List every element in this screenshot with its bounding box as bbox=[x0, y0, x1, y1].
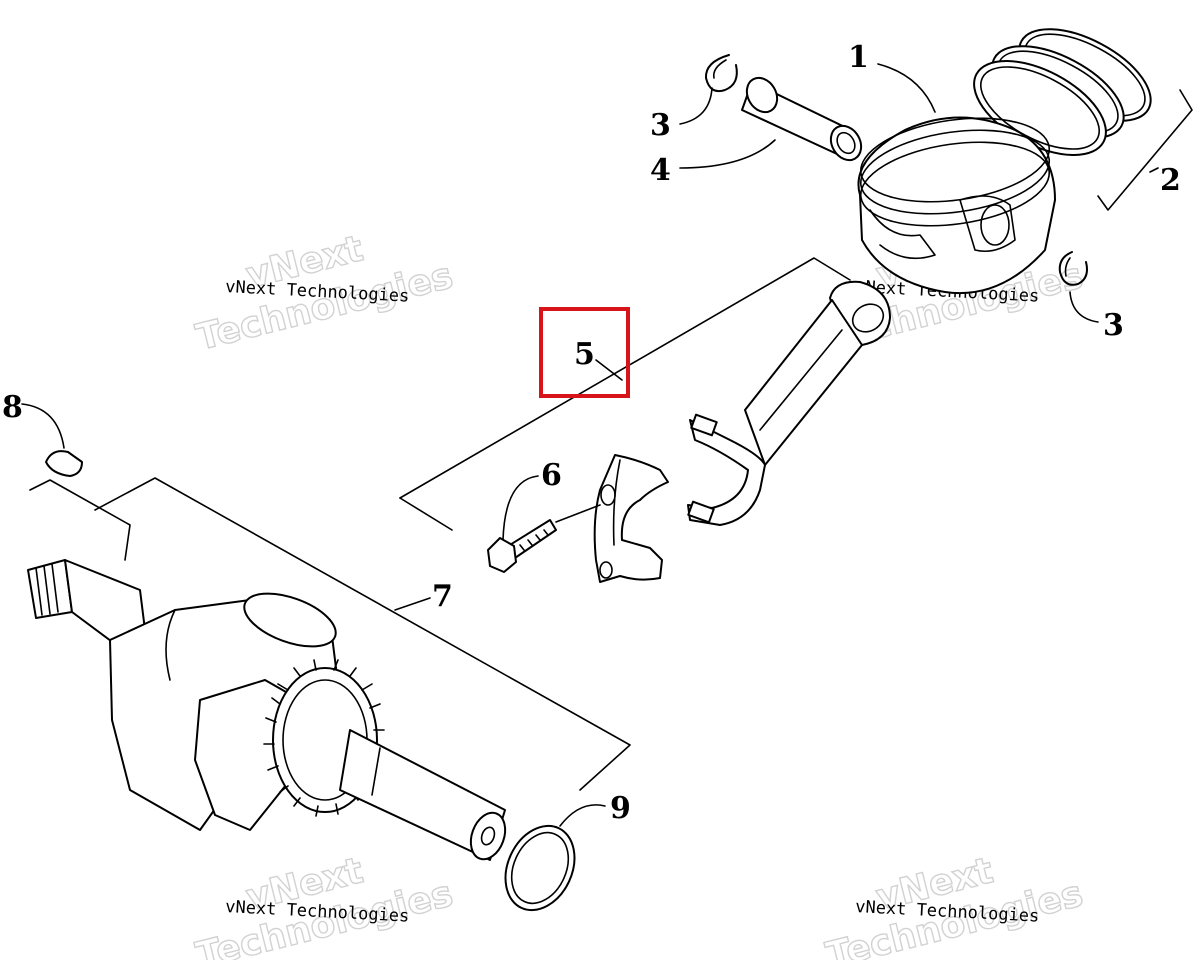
circlip-lower[interactable] bbox=[1058, 251, 1088, 286]
callout-9[interactable]: 9 bbox=[610, 791, 631, 826]
crank-bracket-right bbox=[94, 477, 631, 791]
rod-bolt[interactable] bbox=[487, 519, 557, 573]
leader-5 bbox=[595, 359, 623, 381]
callout-2[interactable]: 2 bbox=[1160, 163, 1181, 198]
bolt-leader-line bbox=[555, 504, 601, 523]
watermark-bottom-left: vNext Technologies vNext Technologies bbox=[192, 850, 458, 960]
rings-bracket bbox=[1097, 89, 1193, 211]
rod-assembly-bracket-lower bbox=[399, 497, 453, 531]
callout-1[interactable]: 1 bbox=[848, 40, 869, 75]
callout-3-lower[interactable]: 3 bbox=[1103, 308, 1124, 343]
watermark-top-left: vNext Technologies vNext Technologies bbox=[192, 228, 458, 360]
leader-4 bbox=[679, 139, 776, 169]
callout-4[interactable]: 4 bbox=[650, 153, 671, 188]
callout-3-upper[interactable]: 3 bbox=[650, 108, 671, 143]
piston-pin[interactable] bbox=[741, 72, 867, 165]
callout-7[interactable]: 7 bbox=[432, 579, 453, 614]
callout-8[interactable]: 8 bbox=[2, 390, 23, 425]
watermark-bottom-right: vNext Technologies vNext Technologies bbox=[822, 850, 1088, 960]
highlight-box[interactable] bbox=[539, 307, 630, 398]
piston[interactable] bbox=[855, 107, 1056, 294]
callout-5[interactable]: 5 bbox=[574, 337, 595, 372]
leader-9 bbox=[559, 804, 606, 827]
leader-3a bbox=[679, 87, 713, 125]
crankshaft[interactable] bbox=[27, 559, 511, 864]
crank-leader-line bbox=[394, 597, 431, 611]
circlip-upper[interactable] bbox=[704, 54, 738, 93]
leader-1 bbox=[877, 63, 936, 113]
leader-3b bbox=[1069, 291, 1099, 323]
connecting-rod-cap[interactable] bbox=[593, 454, 669, 583]
leader-8 bbox=[21, 403, 65, 449]
connecting-rod[interactable] bbox=[687, 280, 891, 526]
thrust-washer[interactable] bbox=[492, 815, 587, 922]
callout-6[interactable]: 6 bbox=[541, 458, 562, 493]
leader-6 bbox=[502, 475, 539, 541]
woodruff-key[interactable] bbox=[45, 450, 83, 477]
leader-2 bbox=[1149, 167, 1159, 173]
crank-bracket-left bbox=[29, 479, 131, 561]
rod-assembly-bracket-upper bbox=[399, 257, 851, 499]
